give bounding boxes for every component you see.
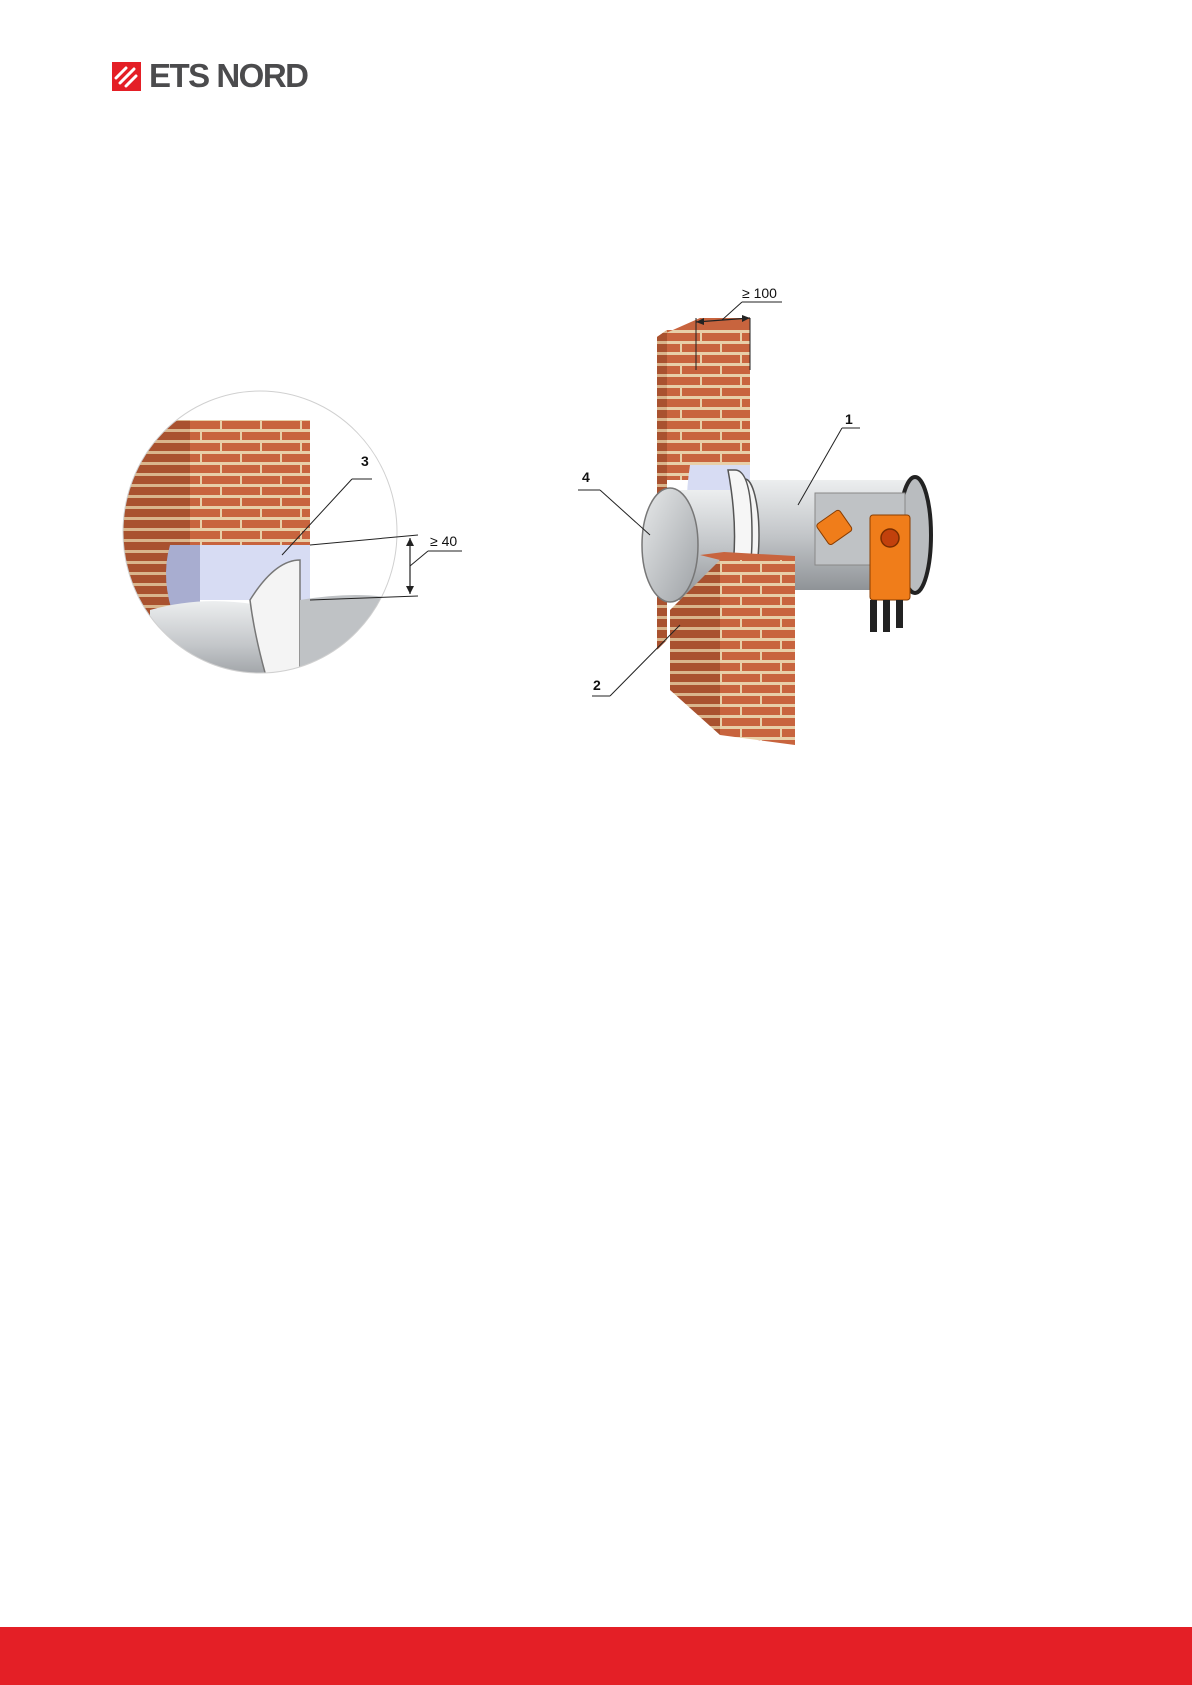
callout-3: 3 bbox=[361, 453, 369, 469]
callout-2: 2 bbox=[593, 677, 601, 693]
upper-brick-wall bbox=[657, 330, 750, 480]
gap-dimension-label: ≥ 40 bbox=[430, 533, 457, 549]
footer-bar bbox=[0, 1627, 1192, 1685]
lower-brick-wall bbox=[720, 560, 795, 745]
detail-brick-wall bbox=[190, 420, 310, 545]
actuator bbox=[870, 515, 910, 600]
installation-figure: ≥ 40 3 ≥ 100 bbox=[0, 0, 1192, 760]
callout-1: 1 bbox=[845, 411, 853, 427]
spigot-face bbox=[642, 488, 698, 602]
wall-depth-dimension-label: ≥ 100 bbox=[742, 285, 777, 301]
main-assembly bbox=[642, 318, 931, 745]
callout-4: 4 bbox=[582, 469, 590, 485]
